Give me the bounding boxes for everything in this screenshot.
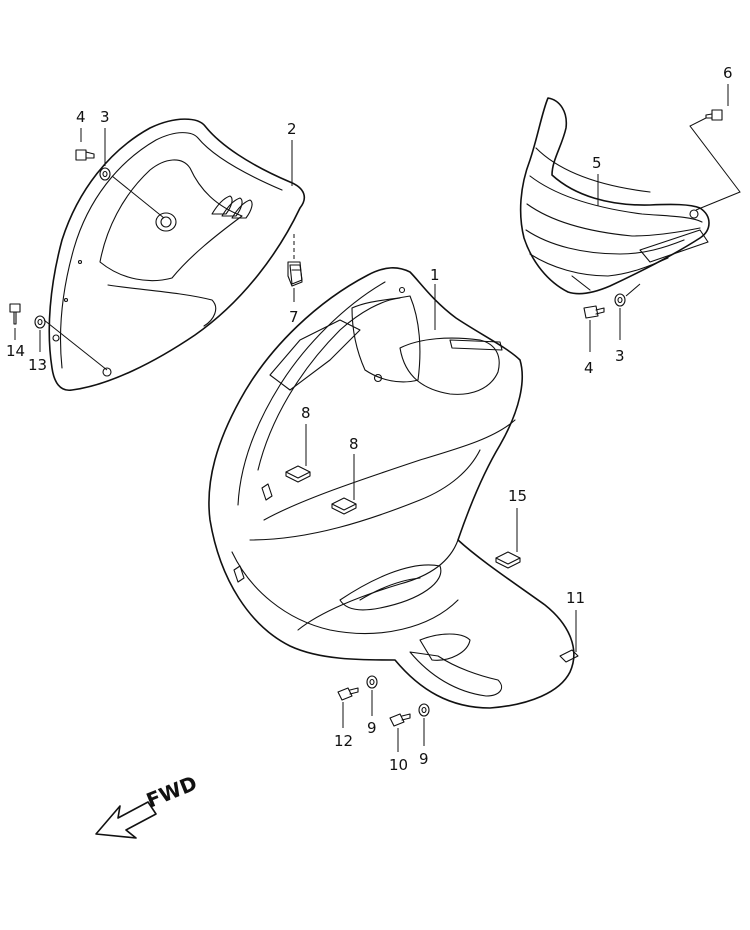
washer-part-3-right [614,293,626,307]
callout-3-left: 3 [100,108,110,126]
forward-direction-arrow [95,801,157,839]
callout-9-lower: 9 [419,750,429,768]
washer-part-9-lower [418,703,430,717]
callout-2: 2 [287,120,297,138]
callout-5: 5 [592,154,602,172]
callout-14: 14 [6,342,25,360]
callout-12: 12 [334,732,353,750]
washer-part-9-upper [366,675,378,689]
screw-part-10 [389,713,411,727]
callout-7: 7 [289,308,299,326]
callout-15: 15 [508,487,527,505]
forward-direction-label: FWD [143,771,201,813]
clip-nut-part-15 [495,551,521,569]
callout-8-right: 8 [349,435,359,453]
front-body-part-1 [208,267,575,709]
callout-8-left: 8 [301,404,311,422]
callout-10: 10 [389,756,408,774]
screw-part-14 [9,303,21,325]
bolt-part-4-left [75,149,95,161]
callout-13: 13 [28,356,47,374]
clip-part-7 [289,264,303,285]
callout-3-right: 3 [615,347,625,365]
screw-part-6 [705,109,723,121]
clip-nut-part-8-left [285,465,311,483]
washer-part-3-left [99,167,111,181]
callout-6: 6 [723,64,733,82]
clip-part-11 [559,649,579,663]
front-cover-part-2 [48,118,306,392]
callout-11: 11 [566,589,585,607]
leader-lines [14,84,741,752]
washer-part-13 [34,315,46,329]
screw-part-4-right [583,305,605,319]
callout-9-upper: 9 [367,719,377,737]
clip-nut-part-8-right [331,497,357,515]
callout-4-right: 4 [584,359,594,377]
callout-1: 1 [430,266,440,284]
screw-part-12 [337,687,359,701]
inner-panel-part-5 [519,97,710,295]
callout-4-left: 4 [76,108,86,126]
